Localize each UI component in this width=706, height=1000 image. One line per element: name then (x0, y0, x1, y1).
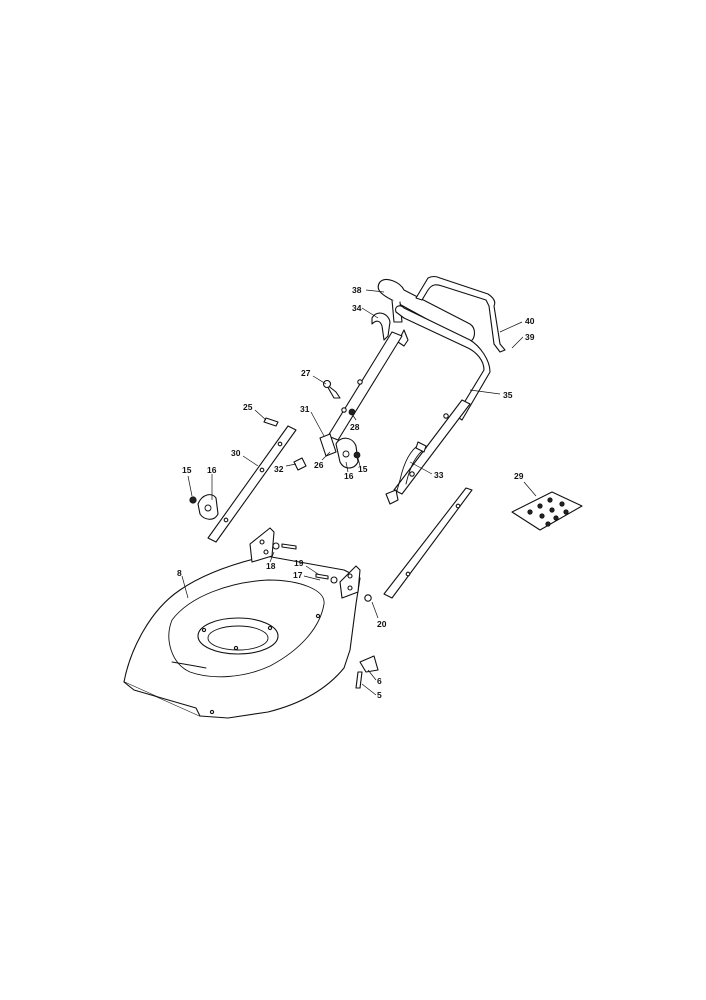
right-handle-bracket (364, 487, 473, 602)
cable (385, 441, 427, 505)
callout-35: 35 (503, 390, 513, 400)
callout-38: 38 (352, 285, 362, 295)
callout-34: 34 (352, 303, 362, 313)
callout-30: 30 (231, 448, 241, 458)
callout-31: 31 (300, 404, 310, 414)
callout-28: 28 (350, 422, 360, 432)
mower-deck (123, 527, 379, 719)
upper-handle (371, 275, 506, 421)
callout-32: 32 (274, 464, 284, 474)
callout-6: 6 (377, 676, 382, 686)
fastener-kit (511, 491, 583, 531)
callout-16-right: 16 (344, 471, 354, 481)
callout-5: 5 (377, 690, 382, 700)
callout-26: 26 (314, 460, 324, 470)
callout-15-right: 15 (358, 464, 368, 474)
callout-17: 17 (293, 570, 303, 580)
callout-25: 25 (243, 402, 253, 412)
handle-bracket-30 (207, 425, 297, 543)
handle-knob-assembly (263, 379, 361, 471)
callout-40: 40 (525, 316, 535, 326)
callout-27: 27 (301, 368, 311, 378)
callout-19: 19 (294, 558, 304, 568)
callout-labels: 38 34 40 39 27 35 25 31 28 30 26 32 16 1… (177, 285, 535, 700)
callout-8: 8 (177, 568, 182, 578)
left-knob-assembly (189, 494, 219, 520)
callout-39: 39 (525, 332, 535, 342)
callout-16-left: 16 (207, 465, 217, 475)
deck-fasteners (272, 542, 338, 584)
callout-33: 33 (434, 470, 444, 480)
callout-15-left: 15 (182, 465, 192, 475)
leader-lines (181, 289, 537, 696)
lower-handle-left (327, 331, 403, 441)
callout-29: 29 (514, 471, 524, 481)
callout-18: 18 (266, 561, 276, 571)
callout-20: 20 (377, 619, 387, 629)
lower-handle-right (393, 399, 471, 495)
